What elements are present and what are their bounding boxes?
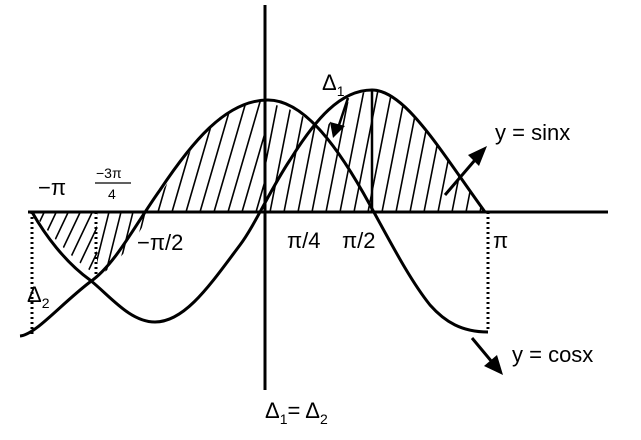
hatch-line	[297, 90, 325, 212]
label-delta1: Δ1	[322, 70, 345, 99]
label-pi-4: π/4	[287, 228, 321, 253]
equation-delta1-equals-delta2: Δ1= Δ2	[265, 398, 328, 427]
hatch-line	[409, 90, 437, 212]
sin-curve	[30, 88, 487, 324]
hatch-line	[451, 90, 479, 212]
hatch-line	[97, 212, 113, 278]
hatch-line	[227, 100, 263, 212]
label-minus-pi-2: −π/2	[137, 230, 183, 255]
hatch-line	[437, 90, 465, 212]
label-delta2: Δ2	[27, 282, 50, 311]
hatch-line	[494, 80, 520, 212]
hatch-line	[228, 80, 254, 212]
hatch-line	[185, 100, 221, 212]
label-pi: π	[493, 228, 508, 253]
hatch-line	[32, 212, 51, 275]
hatch-line	[200, 80, 226, 212]
hatch-line	[283, 90, 311, 212]
hatch-line	[339, 90, 367, 212]
label-pi-2: π/2	[342, 228, 376, 253]
hatch-line	[255, 100, 265, 212]
label-minus-3pi-4-den: 4	[108, 186, 116, 202]
arrow-cos-label	[470, 337, 503, 375]
hatch-line	[479, 90, 485, 212]
hatch-line	[83, 212, 97, 275]
hatch-line	[241, 100, 265, 212]
hatch-line	[213, 100, 249, 212]
hatch-line	[395, 90, 423, 212]
hatch-line	[150, 100, 179, 212]
label-minus-3pi-4-num: −3π	[96, 165, 122, 181]
arrow-delta1	[330, 97, 350, 138]
hatch-line	[214, 80, 240, 212]
hatch-line	[171, 100, 207, 212]
arrow-sin-label	[443, 146, 487, 196]
hatch-line	[353, 90, 381, 212]
label-cos-curve: y = cosx	[512, 342, 593, 367]
label-sin-curve: y = sinx	[495, 120, 570, 145]
hatch-line	[150, 100, 165, 212]
label-minus-pi: −π	[38, 175, 66, 200]
